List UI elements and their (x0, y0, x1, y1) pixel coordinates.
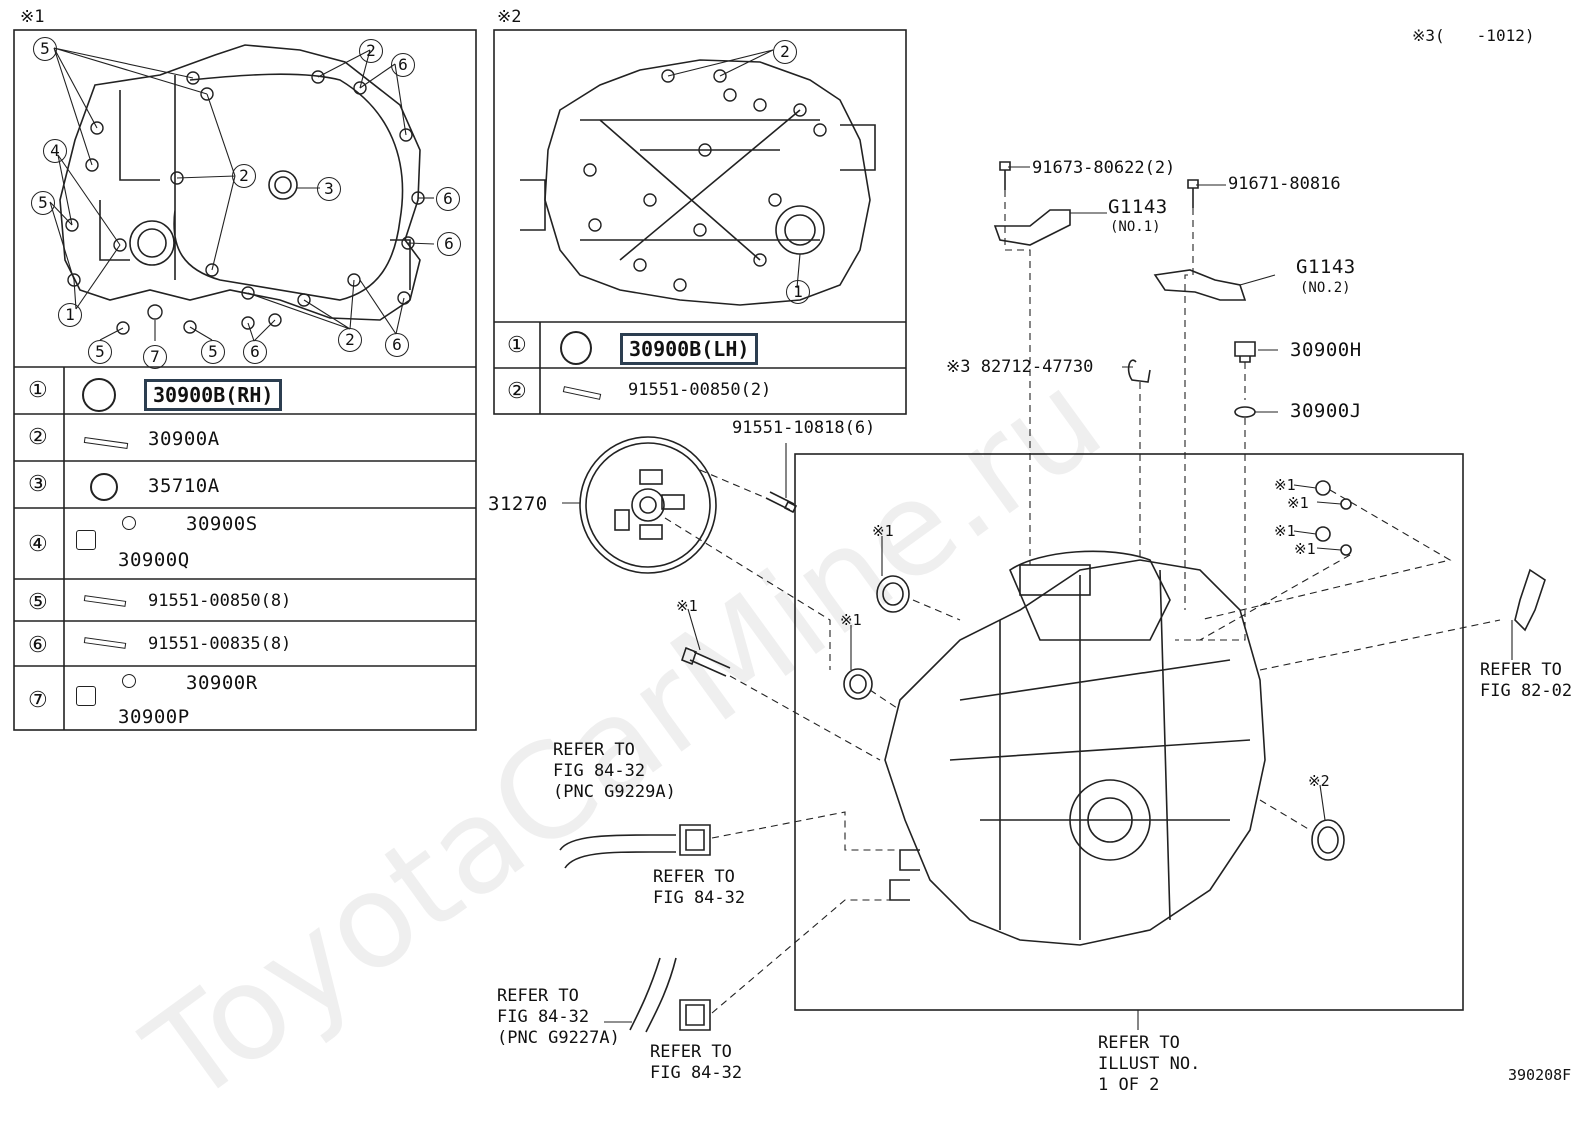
part-30900J[interactable]: 30900J (1290, 400, 1362, 422)
callout-5: 5 (31, 191, 55, 215)
row-num-2: ② (507, 379, 527, 404)
part-30900B-LH[interactable]: 30900B(LH) (620, 333, 759, 365)
refer-fig-84-32-g9229a[interactable]: REFER TO FIG 84-32 (PNC G9229A) (553, 740, 676, 802)
row-num-5: ⑤ (28, 590, 48, 615)
row-num-1: ① (28, 378, 48, 403)
callout-1: 1 (786, 280, 810, 304)
marker-2: ※2 (1308, 772, 1330, 790)
callout-6: 6 (436, 187, 460, 211)
callout-1: 1 (58, 303, 82, 327)
part-91673-80622[interactable]: 91673-80622(2) (1032, 158, 1176, 178)
row-num-7: ⑦ (28, 688, 48, 713)
callout-6: 6 (385, 333, 409, 357)
marker-1: ※1 (676, 597, 698, 615)
part-35710A[interactable]: 35710A (148, 475, 220, 497)
inset2-frame (493, 29, 907, 415)
washer-icon (122, 674, 136, 688)
part-30900R[interactable]: 30900R (186, 672, 258, 694)
row-num-3: ③ (28, 472, 48, 497)
oil-seal-icon (560, 331, 592, 365)
g1143-no1-sub: (NO.1) (1110, 219, 1161, 235)
figure-code: 390208F (1508, 1066, 1572, 1084)
callout-6: 6 (243, 340, 267, 364)
note3: ※3( -1012) (1412, 26, 1535, 45)
diagram-lineart (13, 29, 1546, 1033)
part-91551-00850-2[interactable]: 91551-00850(2) (628, 380, 772, 400)
row-num-2: ② (28, 425, 48, 450)
marker-1: ※1 (1294, 540, 1316, 558)
part-91551-10818[interactable]: 91551-10818(6) (732, 418, 876, 438)
part-G1143-no2[interactable]: G1143 (1296, 256, 1356, 278)
part-G1143-no1[interactable]: G1143 (1108, 196, 1168, 218)
plug-icon (76, 530, 96, 550)
callout-3: 3 (317, 177, 341, 201)
part-30900P[interactable]: 30900P (118, 706, 190, 728)
marker-1: ※1 (872, 522, 894, 540)
part-31270[interactable]: 31270 (488, 493, 548, 515)
marker-1: ※1 (1287, 494, 1309, 512)
callout-2: 2 (232, 164, 256, 188)
marker-1: ※1 (1274, 522, 1296, 540)
callout-5: 5 (88, 340, 112, 364)
callout-6: 6 (391, 53, 415, 77)
part-91551-00835[interactable]: 91551-00835(8) (148, 634, 292, 654)
refer-fig-82-02[interactable]: REFER TO FIG 82-02 (1480, 660, 1573, 701)
callout-5: 5 (201, 340, 225, 364)
inset1-frame (13, 29, 477, 731)
callout-4: 4 (43, 139, 67, 163)
part-30900A[interactable]: 30900A (148, 428, 220, 450)
plug-icon (76, 686, 96, 706)
inset2-marker: ※2 (497, 7, 522, 27)
callout-2: 2 (359, 39, 383, 63)
g1143-no2-sub: (NO.2) (1300, 280, 1351, 296)
row-num-6: ⑥ (28, 633, 48, 658)
row-num-4: ④ (28, 532, 48, 557)
main-frame (794, 453, 1464, 1011)
callout-5: 5 (33, 37, 57, 61)
part-91551-00850[interactable]: 91551-00850(8) (148, 591, 292, 611)
refer-illust-no-1[interactable]: REFER TO ILLUST NO. 1 OF 2 (1098, 1033, 1201, 1095)
inset1-marker: ※1 (20, 7, 45, 27)
callout-2: 2 (338, 328, 362, 352)
part-30900H[interactable]: 30900H (1290, 339, 1362, 361)
marker-1: ※1 (840, 611, 862, 629)
refer-fig-84-32-g9227a[interactable]: REFER TO FIG 84-32 (PNC G9227A) (497, 986, 620, 1048)
refer-fig-84-32[interactable]: REFER TO FIG 84-32 (653, 867, 746, 908)
part-30900Q[interactable]: 30900Q (118, 549, 190, 571)
clutch-disc-outer (579, 436, 717, 574)
part-30900S[interactable]: 30900S (186, 513, 258, 535)
oil-seal-icon (82, 378, 116, 412)
transmission-body-outline (884, 559, 1266, 946)
seal-icon (90, 473, 118, 501)
part-82712-47730[interactable]: ※3 82712-47730 (946, 357, 1094, 377)
marker-1: ※1 (1274, 476, 1296, 494)
refer-fig-84-32[interactable]: REFER TO FIG 84-32 (650, 1042, 743, 1083)
part-30900B-RH[interactable]: 30900B(RH) (144, 379, 283, 411)
callout-6: 6 (437, 232, 461, 256)
washer-icon (122, 516, 136, 530)
callout-2: 2 (773, 40, 797, 64)
row-num-1: ① (507, 333, 527, 358)
part-91671-80816[interactable]: 91671-80816 (1228, 174, 1341, 194)
callout-7: 7 (143, 345, 167, 369)
